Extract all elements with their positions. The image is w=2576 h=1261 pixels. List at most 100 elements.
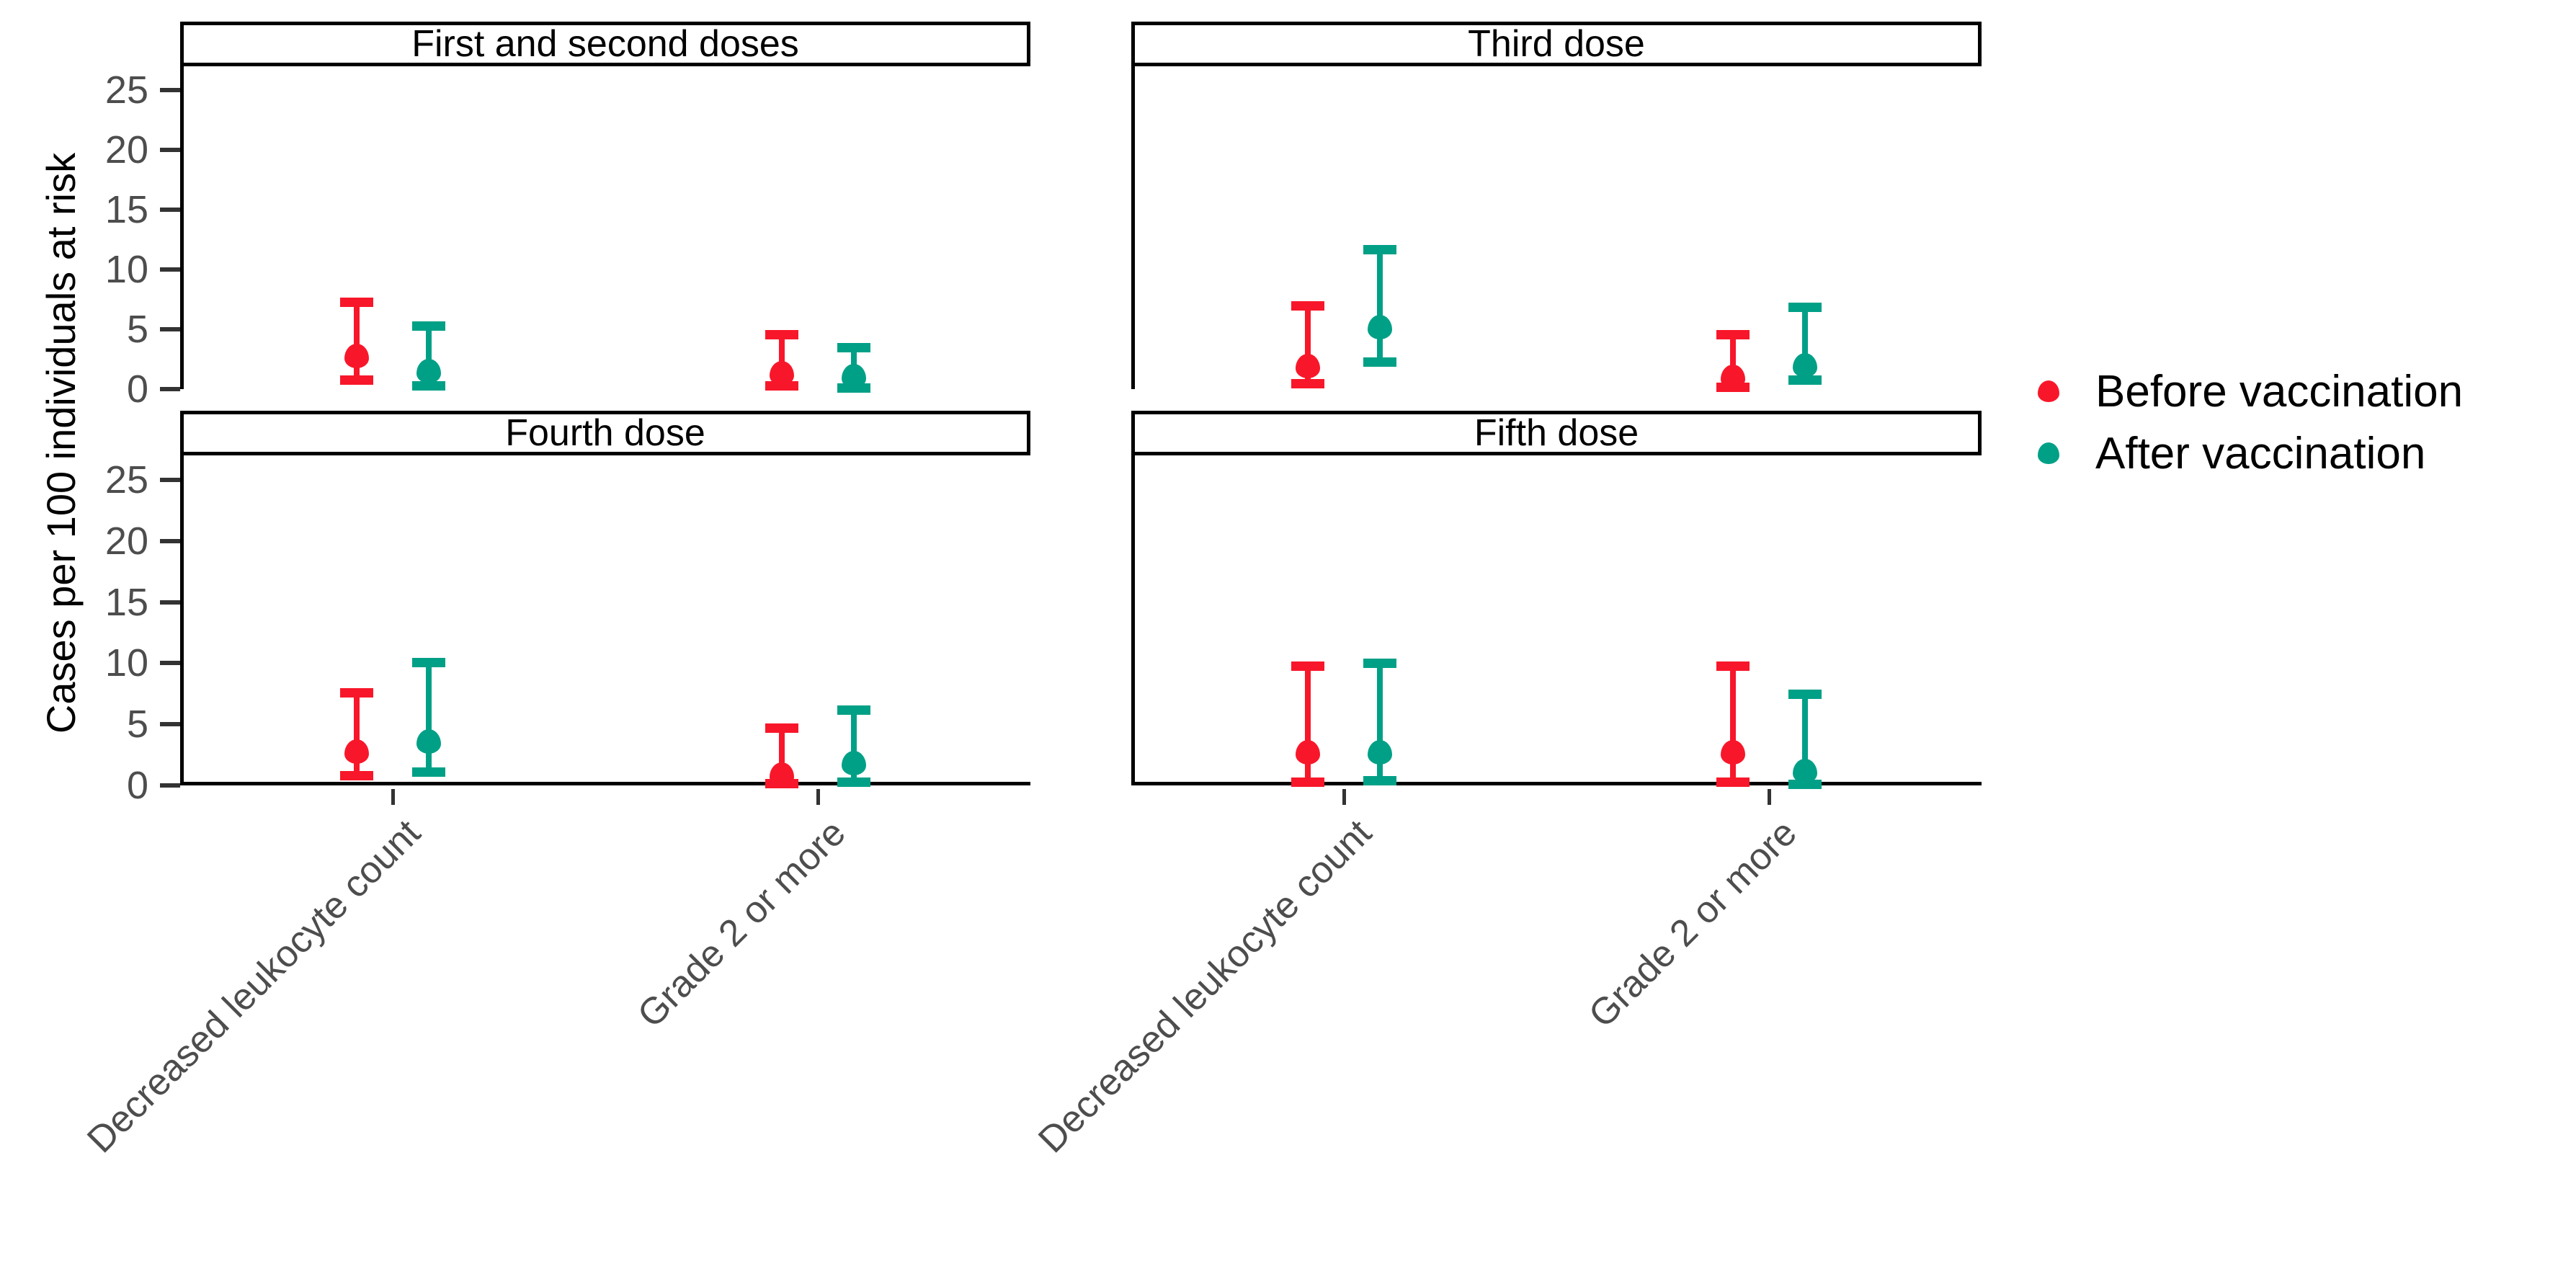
data-point-marker — [1296, 740, 1320, 765]
data-point-marker — [1368, 314, 1392, 339]
x-tick-mark — [1768, 789, 1771, 805]
x-tick-label: Grade 2 or more — [629, 811, 854, 1036]
facet-strip: Third dose — [1131, 22, 1982, 66]
error-bar-cap-upper — [1363, 244, 1396, 254]
data-point-marker — [842, 363, 866, 388]
legend-item-after-vaccination[interactable]: After vaccination — [2018, 422, 2463, 484]
facet-panel-fourth-dose: Fourth dose — [180, 411, 1030, 788]
x-tick-label: Decreased leukocyte count — [1030, 811, 1380, 1162]
legend-marker-after-icon — [2018, 422, 2080, 484]
error-bar-cap-upper — [412, 321, 445, 331]
error-bar-stem — [1802, 693, 1808, 785]
facet-strip: Fourth dose — [180, 411, 1030, 455]
y-tick-label: 0 — [126, 764, 148, 807]
y-axis-spine — [1131, 455, 1135, 785]
y-tick-label: 15 — [104, 580, 148, 624]
error-bar-cap-lower — [412, 767, 445, 777]
error-bar-stem — [779, 728, 785, 783]
error-bar-cap-upper — [1716, 329, 1750, 339]
error-bar-stem — [851, 709, 857, 782]
x-axis-spine — [180, 782, 1030, 785]
error-bar-cap-upper — [1716, 661, 1750, 671]
error-bar-cap-upper — [340, 688, 373, 698]
x-tick-label: Decreased leukocyte count — [79, 811, 429, 1162]
x-tick-label: Grade 2 or more — [1580, 811, 1805, 1036]
facet-strip-label: Fifth dose — [1474, 412, 1639, 454]
x-tick-mark — [391, 789, 395, 805]
y-tick-label: 20 — [104, 519, 148, 563]
y-tick-mark — [160, 327, 180, 332]
error-bar-cap-lower — [1291, 378, 1324, 388]
panel-plot-area — [180, 66, 1030, 393]
y-tick-label: 25 — [104, 68, 148, 112]
y-tick-label: 0 — [126, 367, 148, 411]
error-bar-cap-upper — [1291, 300, 1324, 311]
error-bar-stem — [354, 301, 360, 380]
error-bar-cap-lower — [340, 375, 373, 385]
data-point-marker — [1793, 758, 1817, 783]
legend-item-before-vaccination[interactable]: Before vaccination — [2018, 360, 2463, 422]
data-point-marker — [1368, 740, 1392, 765]
y-tick-mark — [160, 783, 180, 788]
data-point-marker — [1721, 365, 1745, 390]
error-bar-cap-upper — [1291, 661, 1324, 671]
error-bar-cap-upper — [765, 723, 798, 734]
x-tick-mark — [1342, 789, 1346, 805]
y-tick-label: 15 — [104, 188, 148, 232]
data-point-marker — [842, 751, 866, 776]
legend-marker-before-icon — [2018, 360, 2080, 422]
error-bar-cap-lower — [1788, 780, 1822, 790]
error-bar-cap-upper — [1363, 659, 1396, 669]
y-axis-spine — [1131, 66, 1135, 389]
error-bar-stem — [1802, 306, 1808, 380]
error-bar-cap-lower — [1788, 375, 1822, 385]
y-tick-label: 20 — [104, 128, 148, 172]
x-tick-mark — [816, 789, 820, 805]
panel-plot-area — [1131, 66, 1982, 392]
y-tick-mark — [160, 148, 180, 153]
error-bar-stem — [426, 326, 432, 386]
error-bar-cap-upper — [1788, 302, 1822, 312]
error-bar-stem — [1730, 334, 1736, 387]
legend-label-after: After vaccination — [2095, 428, 2426, 478]
x-axis-spine — [1131, 782, 1982, 785]
y-tick-mark — [160, 387, 180, 391]
y-tick-mark — [160, 722, 180, 727]
data-point-marker — [1296, 354, 1320, 379]
error-bar-cap-upper — [412, 657, 445, 667]
chart-legend: Before vaccination After vaccination — [2018, 360, 2463, 484]
y-tick-label: 5 — [126, 703, 148, 747]
error-bar-cap-upper — [1788, 689, 1822, 699]
facet-panel-fifth-dose: Fifth dose — [1131, 411, 1982, 790]
error-bar-stem — [1730, 665, 1736, 782]
error-bar-cap-upper — [340, 297, 373, 307]
data-point-marker — [344, 739, 369, 764]
y-tick-mark — [160, 208, 180, 213]
error-bar-cap-lower — [1291, 777, 1324, 787]
facet-strip-label: Third dose — [1468, 23, 1645, 65]
y-tick-mark — [160, 538, 180, 543]
panel-plot-area — [180, 455, 1030, 788]
y-axis-spine — [180, 66, 184, 389]
error-bar-stem — [1305, 665, 1311, 782]
y-tick-mark — [160, 661, 180, 666]
data-point-marker — [770, 361, 794, 386]
data-point-marker — [770, 762, 794, 787]
error-bar-cap-upper — [837, 342, 870, 352]
error-bar-cap-lower — [340, 771, 373, 781]
y-tick-label: 25 — [104, 458, 148, 502]
data-point-marker — [1793, 352, 1817, 378]
y-axis-spine — [180, 455, 184, 785]
panel-plot-area — [1131, 455, 1982, 790]
error-bar-stem — [1305, 305, 1311, 383]
error-bar-stem — [779, 334, 785, 386]
error-bar-cap-lower — [765, 381, 798, 391]
facet-grid: First and second doses Third dose Fourth… — [180, 22, 1982, 790]
y-tick-mark — [160, 477, 180, 482]
y-tick-label: 5 — [126, 308, 148, 352]
facet-panel-first-and-second-doses: First and second doses — [180, 22, 1030, 393]
y-tick-label: 10 — [104, 248, 148, 292]
error-bar-cap-lower — [1363, 776, 1396, 786]
legend-label-before: Before vaccination — [2095, 366, 2464, 416]
